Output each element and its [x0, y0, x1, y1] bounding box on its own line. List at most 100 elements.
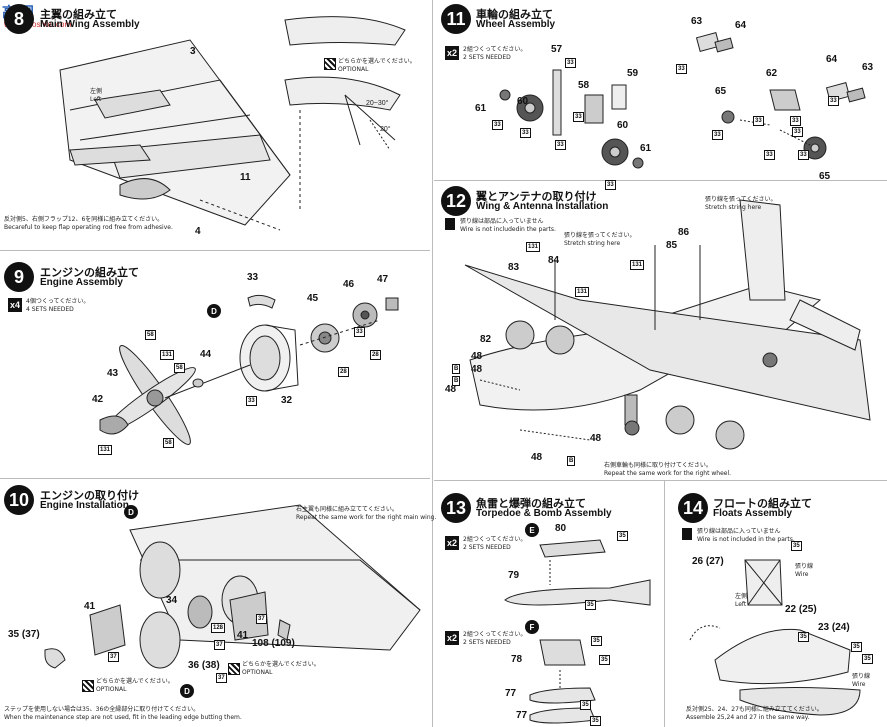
wire-label-jp: 張り線: [852, 673, 871, 680]
part-label: 59: [627, 68, 639, 79]
part-chip: 35: [599, 655, 610, 665]
left-label-en: Left: [735, 601, 747, 608]
part-chip: 33: [790, 116, 801, 126]
step-8-note-en: Becareful to keep flap operating rod fre…: [4, 224, 173, 231]
part-chip: 33: [764, 150, 775, 160]
sub-assembly-badge: E: [525, 523, 539, 537]
part-label: 48: [471, 364, 483, 375]
part-label: 48: [445, 384, 457, 395]
step-8-note-jp: 反対側5、右側フラップ12、6を同様に組み立てください。: [4, 216, 164, 223]
sub-assembly-badge: D: [180, 684, 194, 698]
part-label: 80: [555, 523, 567, 534]
part-label: 43: [107, 368, 119, 379]
part-chip: 131: [630, 260, 645, 270]
part-chip: 35: [580, 700, 591, 710]
torpedo-bomb-drawing: [504, 539, 651, 724]
part-chip: 33: [565, 58, 576, 68]
wire-label-en: Wire: [795, 571, 809, 578]
part-chip: 33: [792, 127, 803, 137]
part-chip: 33: [492, 120, 503, 130]
part-chip: 35: [590, 716, 601, 726]
step-12-number: 12: [441, 186, 471, 216]
part-chip: 35: [791, 541, 802, 551]
part-label: 79: [508, 570, 520, 581]
step-8-title-en: Main Wing Assembly: [40, 19, 140, 30]
assemble-note-jp: 反対側25、24、27も同様に組み立ててください。: [686, 706, 823, 713]
part-label: 65: [715, 86, 727, 97]
wire-label-en: Wire: [852, 681, 866, 688]
part-label: 4: [195, 226, 201, 237]
part-label: 77: [516, 710, 528, 721]
part-label: 57: [551, 44, 563, 55]
step-8-title-jp: 主翼の組み立て: [40, 8, 117, 21]
part-chip: 131: [98, 445, 113, 455]
part-chip: 131: [160, 350, 175, 360]
float-drawing: [689, 559, 861, 716]
sets-note-en: 4 SETS NEEDED: [26, 306, 74, 313]
row-divider-left-2: [0, 478, 430, 479]
part-chip: 28: [370, 350, 381, 360]
part-chip: B: [567, 456, 576, 466]
watermark-site: www.gaoshou.com: [4, 20, 72, 29]
part-label: 41: [84, 601, 96, 612]
step-10-number: 10: [4, 485, 34, 515]
wire-note-en: Wire is not includedin the parts.: [460, 226, 556, 233]
step-11-number: 11: [441, 4, 471, 34]
part-chip: 37: [108, 652, 119, 662]
part-chip: 28: [338, 367, 349, 377]
part-label: 60: [517, 96, 529, 107]
part-label: 63: [691, 16, 703, 27]
optional-note-en: OPTIONAL: [338, 66, 369, 73]
wire-note-en: Wire is not included in the parts.: [697, 536, 795, 543]
part-chip: 35: [591, 636, 602, 646]
part-chip: 58: [174, 363, 185, 373]
step-11-title-jp: 車輪の組み立て: [476, 8, 553, 21]
part-chip: 33: [753, 116, 764, 126]
part-label: 78: [511, 654, 523, 665]
optional-note-jp: どちらかを選んでください。: [338, 58, 416, 65]
wheel-drawing: [499, 32, 866, 169]
stretch-note-en: Stretch string here: [564, 240, 621, 247]
step-8-number: 8: [4, 4, 34, 34]
sets-note-jp: 4個つくってください。: [26, 298, 90, 305]
right-wheel-note-jp: 右側車輪も同様に取り付けてください。: [604, 462, 712, 469]
part-label: 44: [200, 349, 212, 360]
quantity-badge: x2: [445, 631, 459, 645]
part-label: 65: [819, 171, 831, 182]
part-chip: 37: [214, 640, 225, 650]
part-chip: 35: [585, 600, 596, 610]
part-chip: B: [452, 376, 461, 386]
part-label: 64: [826, 54, 838, 65]
step-9-title-jp: エンジンの組み立て: [40, 266, 139, 279]
part-chip: 33: [712, 130, 723, 140]
part-label: 47: [377, 274, 389, 285]
sub-assembly-badge: D: [207, 304, 221, 318]
part-label: 35 (37): [8, 629, 40, 640]
sets-note-jp: 2組つくってください。: [463, 631, 527, 638]
optional-icon: [324, 58, 336, 70]
part-label: 32: [281, 395, 293, 406]
step-13-title-en: Torpedoe & Bomb Assembly: [476, 508, 612, 519]
left-label-en: Left: [90, 96, 102, 103]
part-chip: 33: [246, 396, 257, 406]
step-12-title-jp: 翼とアンテナの取り付け: [476, 190, 597, 203]
left-label-jp: 左側: [735, 593, 748, 600]
part-label: 48: [590, 433, 602, 444]
part-label: 62: [766, 68, 778, 79]
part-label: 61: [640, 143, 652, 154]
stretch-note-jp: 張り線を張ってください。: [564, 232, 636, 239]
part-label: 41: [237, 630, 249, 641]
part-chip: 33: [676, 64, 687, 74]
col-divider-bottom: [664, 480, 665, 727]
part-chip: 58: [145, 330, 156, 340]
part-label: 42: [92, 394, 104, 405]
sets-note-jp: 2組つくってください。: [463, 46, 527, 53]
quantity-badge: x4: [8, 298, 22, 312]
step-11-title-en: Wheel Assembly: [476, 19, 556, 30]
step-9-title-en: Engine Assembly: [40, 277, 123, 288]
optional-note-jp: どちらかを選んでください。: [96, 678, 174, 685]
part-chip: 33: [828, 96, 839, 106]
sets-note-en: 2 SETS NEEDED: [463, 54, 511, 61]
